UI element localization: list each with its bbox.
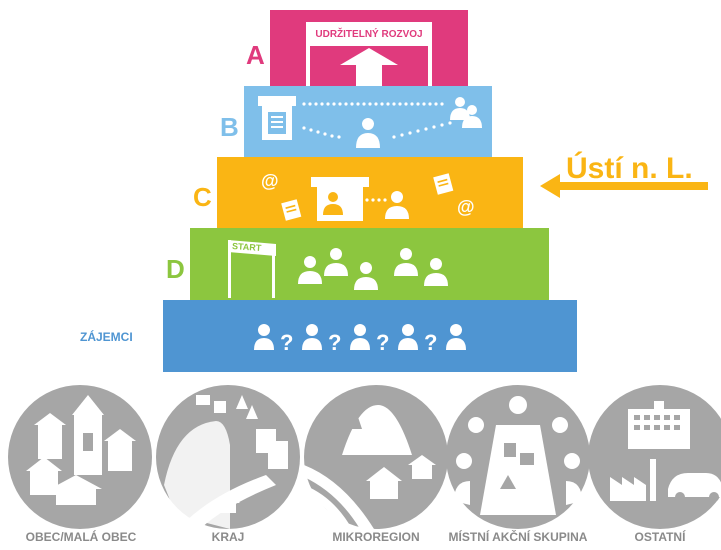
- interested-label: ZÁJEMCI: [80, 330, 133, 344]
- person-icon: [302, 324, 322, 350]
- tier-c-icons: @ @: [261, 171, 475, 221]
- document-icon: [281, 199, 302, 221]
- arrow-left-icon: [540, 174, 708, 198]
- start-gate-icon: [228, 240, 276, 298]
- category-label-others: OSTATNÍ: [634, 530, 686, 544]
- person-icon: [424, 258, 448, 286]
- person-icon: [254, 324, 274, 350]
- microregion-landscape-icon: [304, 405, 436, 529]
- person-icon: [324, 248, 348, 276]
- tier-d: START: [190, 228, 549, 301]
- sustainable-development-gate-icon: [306, 22, 432, 87]
- people-pair-icon: [450, 97, 482, 128]
- person-icon: [298, 256, 322, 284]
- person-icon: [394, 248, 418, 276]
- tier-c-letter: C: [193, 182, 212, 212]
- person-icon: [398, 324, 418, 350]
- category-label-municipality: OBEC/MALÁ OBEC: [25, 530, 137, 544]
- tier-a-letter: A: [246, 40, 265, 70]
- category-label-local-action-group: MÍSTNÍ AKČNÍ SKUPINA: [448, 530, 588, 544]
- category-label-microregion: MIKROREGION: [332, 530, 420, 544]
- person-icon: [356, 118, 380, 148]
- tier-e-icons: ? ? ? ?: [254, 324, 466, 355]
- tier-d-letter: D: [166, 254, 185, 284]
- tier-b-icons: [258, 96, 482, 148]
- local-action-group-circle: [446, 385, 590, 529]
- info-kiosk-icon: [311, 177, 369, 221]
- document-icon: [433, 173, 454, 195]
- tier-e: ? ? ? ?: [163, 300, 577, 372]
- pointer-label: Ústí n. L.: [566, 152, 693, 185]
- local-action-group-icon: [454, 396, 582, 515]
- tier-b: [244, 86, 492, 158]
- question-mark-icon: ?: [328, 330, 341, 355]
- person-icon: [385, 191, 409, 219]
- microregion-circle: [304, 385, 448, 529]
- person-icon: [350, 324, 370, 350]
- tier-b-letter: B: [220, 112, 239, 142]
- question-mark-icon: ?: [376, 330, 389, 355]
- question-mark-icon: ?: [424, 330, 437, 355]
- person-icon: [446, 324, 466, 350]
- info-board-icon: [258, 96, 296, 140]
- region-circle: [156, 385, 300, 529]
- village-houses-icon: [26, 395, 136, 505]
- tier-d-icons: [228, 240, 448, 298]
- question-mark-icon: ?: [280, 330, 293, 355]
- sustainable-development-sign: UDRŽITELNÝ ROZVOJ: [314, 26, 424, 44]
- municipality-circle: [8, 385, 152, 529]
- others-circle: [588, 385, 721, 529]
- region-landscape-icon: [164, 395, 288, 529]
- at-sign-icon: @: [261, 171, 279, 191]
- category-label-region: KRAJ: [211, 530, 245, 544]
- tier-c: @ @: [217, 157, 523, 229]
- person-icon: [354, 262, 378, 290]
- at-sign-icon: @: [457, 197, 475, 217]
- tier-a: UDRŽITELNÝ ROZVOJ: [270, 10, 468, 87]
- start-banner-label: START: [231, 240, 262, 254]
